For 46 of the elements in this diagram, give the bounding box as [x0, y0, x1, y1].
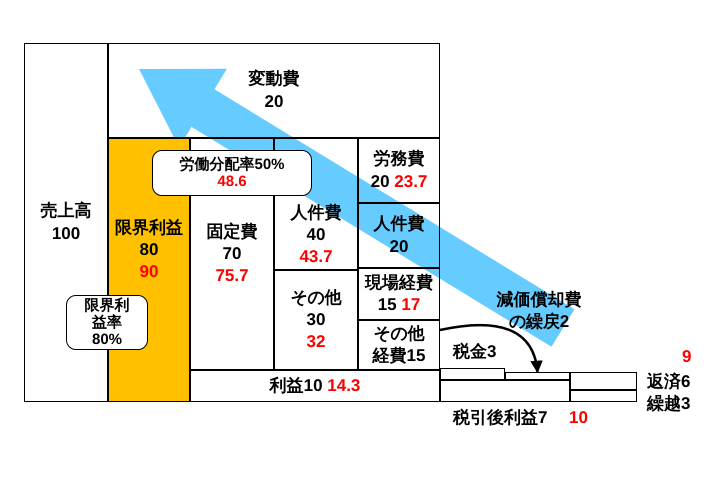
personnel-cost-box: [358, 203, 440, 268]
revised-value: 17: [401, 295, 420, 314]
box-label: 限界利益: [115, 218, 183, 237]
box-label: 固定費: [206, 222, 258, 241]
box-label: その他: [290, 288, 342, 307]
box-label: 20: [370, 172, 390, 190]
box-label: 20: [390, 236, 408, 256]
box-label: 20: [264, 92, 284, 110]
box-label: 80%: [92, 331, 122, 348]
box-label: 労働分配率50%: [179, 156, 285, 173]
callout-tooltip: [66, 295, 148, 350]
variable-cost-box: [108, 43, 440, 138]
other-expense-box: [358, 320, 440, 370]
revised-value: 32: [306, 332, 326, 352]
box-label: 15: [378, 295, 397, 314]
revised-value: 9: [682, 346, 692, 368]
box-label: 70: [222, 244, 242, 263]
box-label: 30: [306, 310, 326, 329]
box-label: 人件費: [374, 214, 424, 234]
revised-value: 43.7: [299, 247, 333, 266]
box-label: その他経費15: [372, 324, 426, 365]
profit-box: [190, 370, 440, 402]
revised-value: 10: [569, 407, 588, 429]
box-label: 売上高: [40, 201, 92, 220]
labor-cost-box: [358, 138, 440, 203]
box-label: 80: [140, 240, 158, 259]
curved-arrow: [440, 324, 542, 374]
revised-value: 48.6: [217, 173, 247, 190]
box-label: 限界利益率: [84, 296, 130, 331]
box-label: 変動費: [248, 69, 300, 88]
other-cost-box: [274, 270, 358, 370]
box-label: 利益10: [270, 376, 323, 395]
revised-value: 90: [140, 262, 158, 282]
box-label: 税引後利益7: [453, 407, 548, 429]
box-label: 現場経費: [365, 272, 433, 292]
box-label: 返済6: [647, 371, 690, 393]
box-label: 100: [52, 224, 80, 242]
revised-value: 75.7: [215, 266, 249, 286]
site-cost-box: [358, 268, 440, 320]
box-label: 労務費: [374, 149, 424, 168]
revised-value: 23.7: [394, 172, 428, 190]
box-label: 税金3: [453, 341, 496, 363]
box-label: 40: [306, 224, 326, 244]
revised-value: 14.3: [327, 376, 360, 395]
callout-tooltip: [152, 150, 312, 196]
box-label: 繰越3: [647, 393, 690, 415]
